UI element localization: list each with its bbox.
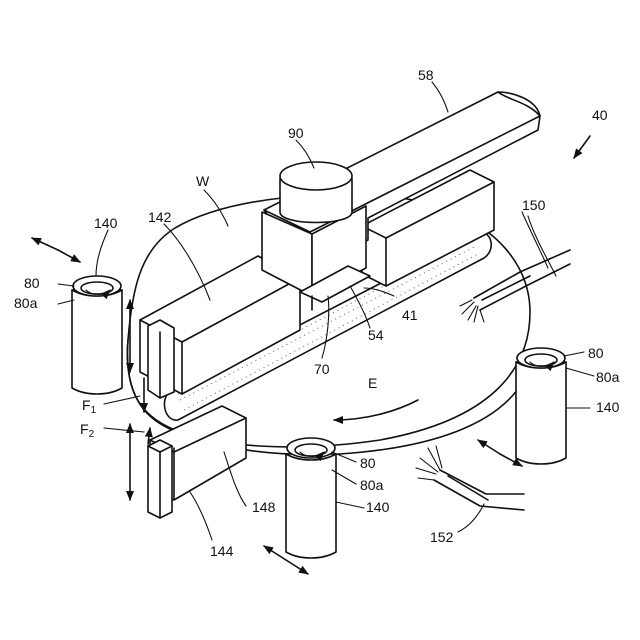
label-80a-left: 80a [14, 295, 38, 311]
roller-right [516, 348, 566, 464]
label-140-front: 140 [366, 499, 390, 515]
label-F2: F2 [80, 421, 95, 440]
label-140-left: 140 [94, 215, 118, 231]
label-41: 41 [402, 307, 418, 323]
roller-front [286, 438, 336, 558]
label-F1: F1 [82, 397, 97, 416]
label-80-right: 80 [588, 345, 604, 361]
label-54: 54 [368, 327, 384, 343]
label-80-left: 80 [24, 275, 40, 291]
nozzle-152 [416, 446, 524, 510]
label-144: 144 [210, 543, 234, 559]
roller-left [72, 276, 122, 394]
label-W: W [196, 173, 210, 189]
label-70: 70 [314, 361, 330, 377]
label-152: 152 [430, 529, 454, 545]
label-80a-right: 80a [596, 369, 620, 385]
label-E: E [368, 375, 377, 391]
motor-90 [280, 162, 352, 223]
label-58: 58 [418, 67, 434, 83]
label-150: 150 [522, 197, 546, 213]
label-142: 142 [148, 209, 172, 225]
label-80-front: 80 [360, 455, 376, 471]
label-80a-front: 80a [360, 477, 384, 493]
label-140-right: 140 [596, 399, 620, 415]
label-40: 40 [592, 107, 608, 123]
label-90: 90 [288, 125, 304, 141]
label-148: 148 [252, 499, 276, 515]
